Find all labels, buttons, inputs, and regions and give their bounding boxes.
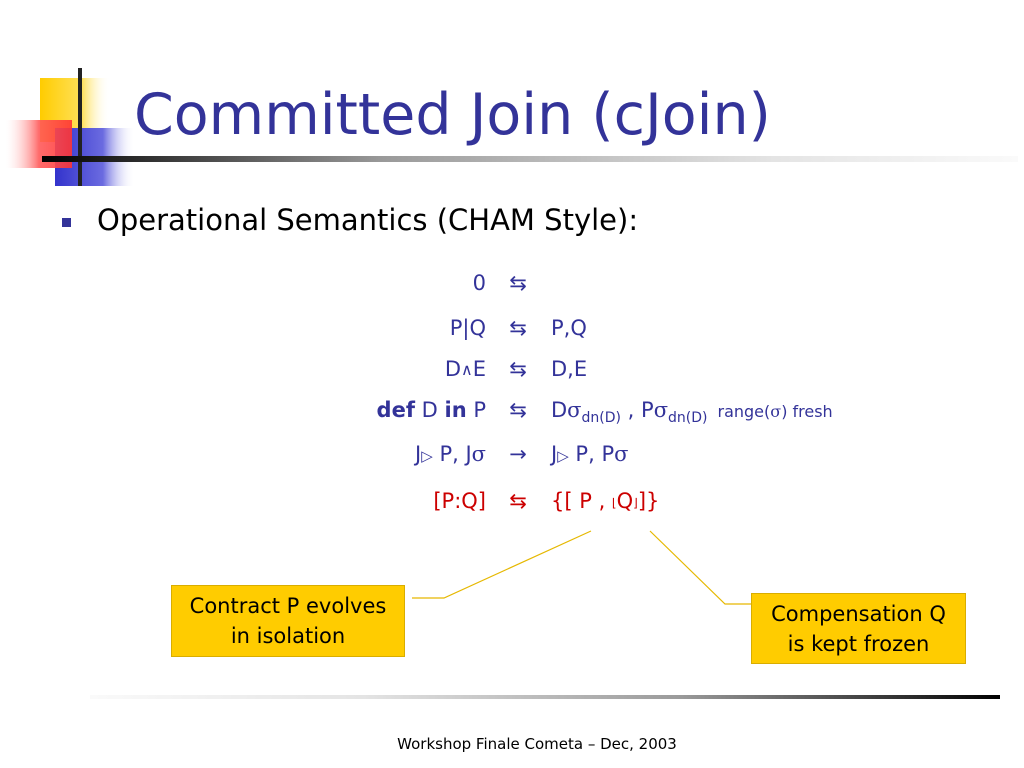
note-part: ) fresh bbox=[781, 402, 833, 421]
rule-row-3: D∧E ⇆ D,E bbox=[0, 351, 1024, 387]
rule-operator: ⇆ bbox=[509, 357, 527, 381]
and-symbol: ∧ bbox=[461, 360, 473, 379]
triangle-symbol: ▷ bbox=[421, 447, 433, 465]
decorative-logo bbox=[6, 68, 140, 186]
rule-lhs-part: E bbox=[472, 357, 486, 381]
keyword-in: in bbox=[444, 398, 467, 422]
rule-rhs-part: , P bbox=[620, 398, 654, 422]
rule-lhs: D∧E bbox=[445, 351, 486, 388]
rule-rhs: P,Q bbox=[551, 316, 587, 340]
callout-line: Compensation Q bbox=[771, 601, 946, 626]
rule-rhs-part: {[ P , bbox=[551, 489, 612, 513]
rule-operator: ⇆ bbox=[509, 489, 527, 513]
rule-rhs-part: Q bbox=[616, 489, 634, 513]
callout-line: is kept frozen bbox=[787, 631, 930, 656]
rule-lhs-part: D bbox=[414, 398, 445, 422]
rule-lhs-part: P bbox=[466, 398, 486, 422]
bullet-text: Operational Semantics (CHAM Style): bbox=[97, 203, 639, 237]
freshness-note: range(σ) fresh bbox=[718, 402, 833, 421]
rule-row-2: P|Q ⇆ P,Q bbox=[0, 310, 1024, 346]
rule-rhs: {[ P , ⌊Q⌋]} bbox=[551, 483, 659, 521]
slide-title: Committed Join (cJoin) bbox=[134, 82, 771, 148]
triangle-symbol: ▷ bbox=[557, 447, 569, 465]
sigma-symbol: σ bbox=[567, 398, 582, 422]
rule-operator: ⇆ bbox=[509, 398, 527, 422]
rule-row-4: def D in P ⇆ Dσdn(D) , Pσdn(D)range(σ) f… bbox=[0, 392, 1024, 428]
rule-rhs-part: P, P bbox=[568, 442, 615, 466]
sigma-symbol: σ bbox=[471, 442, 486, 466]
rule-rhs: J▷ P, Pσ bbox=[551, 436, 628, 474]
rule-operator: ⇆ bbox=[509, 271, 527, 295]
sigma-symbol: σ bbox=[653, 398, 669, 422]
sigma-symbol: σ bbox=[614, 442, 629, 466]
rule-lhs-part: J bbox=[415, 442, 422, 466]
rule-lhs: J▷ P, Jσ bbox=[415, 436, 486, 474]
note-part: range( bbox=[717, 402, 771, 421]
subscript: dn(D) bbox=[581, 410, 621, 426]
rule-operator: ⇆ bbox=[509, 316, 527, 340]
keyword-def: def bbox=[376, 398, 415, 422]
rule-lhs: P|Q bbox=[449, 316, 486, 340]
rule-rhs-part: J bbox=[551, 442, 558, 466]
rule-row-5: J▷ P, Jσ → J▷ P, Pσ bbox=[0, 436, 1024, 472]
rule-lhs-part: D bbox=[444, 357, 461, 381]
rule-rhs: Dσdn(D) , Pσdn(D)range(σ) fresh bbox=[551, 392, 833, 436]
rule-lhs: def D in P bbox=[377, 392, 486, 428]
rule-rhs-part: ]} bbox=[637, 489, 660, 513]
rule-lhs: [P:Q] bbox=[433, 489, 486, 513]
footer-rule bbox=[90, 695, 1000, 699]
rule-row-6: [P:Q] ⇆ {[ P , ⌊Q⌋]} bbox=[0, 483, 1024, 519]
rule-lhs: 0 bbox=[472, 271, 486, 295]
frozen-bracket-right: ⌋ bbox=[633, 496, 638, 510]
callout-line: Contract P evolves bbox=[189, 594, 387, 618]
callout-compensation: Compensation Q is kept frozen bbox=[751, 593, 966, 664]
slide-footer: Workshop Finale Cometa – Dec, 2003 bbox=[397, 735, 677, 753]
subscript: dn(D) bbox=[668, 410, 708, 426]
callout-line: in isolation bbox=[230, 624, 346, 648]
rule-rhs: D,E bbox=[551, 357, 588, 381]
rule-row-1: 0 ⇆ bbox=[0, 265, 1024, 301]
frozen-bracket-left: ⌊ bbox=[611, 496, 617, 510]
rule-rhs-part: D bbox=[551, 398, 568, 422]
sigma-symbol: σ bbox=[770, 402, 782, 421]
rule-lhs-part: P, J bbox=[432, 442, 472, 466]
rule-operator: → bbox=[509, 442, 527, 466]
bullet-marker bbox=[62, 218, 71, 227]
title-underline bbox=[42, 156, 1018, 162]
callout-contract: Contract P evolves in isolation bbox=[171, 585, 405, 657]
